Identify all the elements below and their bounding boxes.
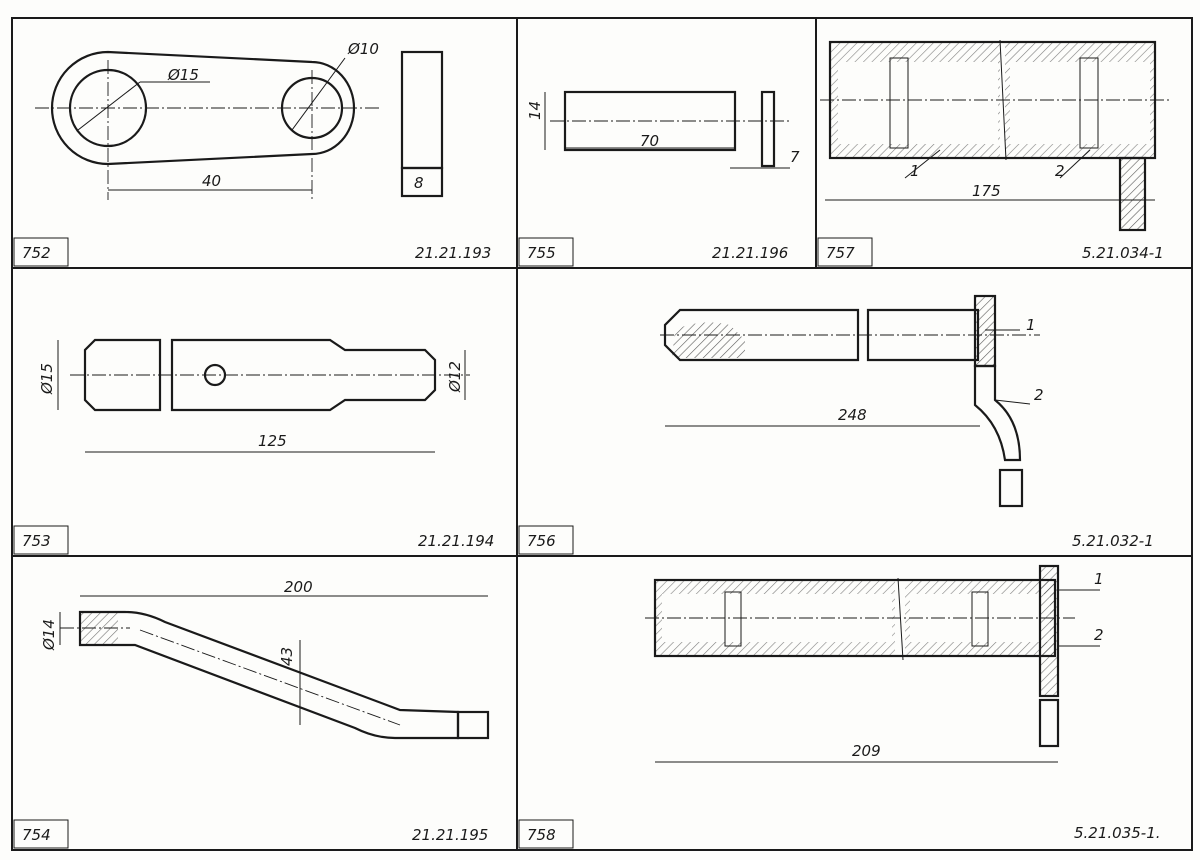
- label-757-part-1: 1: [910, 162, 920, 180]
- cell-752-code: 21.21.193: [415, 244, 491, 262]
- cell-754-number: 754: [22, 826, 51, 844]
- cell-753-number: 753: [22, 532, 51, 550]
- cell-755-code: 21.21.196: [712, 244, 788, 262]
- dim-755-thickness: 7: [790, 148, 800, 166]
- sheet-frame: [11, 17, 1193, 851]
- part-752-link-plate: Ø15 Ø10 40 8: [35, 40, 444, 200]
- dim-753-diameter-small: Ø12: [446, 361, 464, 393]
- cell-labels: 752 21.21.193 755 21.21.196 757 5.21.034…: [13, 237, 1164, 849]
- dim-753-diameter-large: Ø15: [38, 363, 56, 395]
- cell-756-number: 756: [527, 532, 556, 550]
- cell-758-number: 758: [527, 826, 556, 844]
- dim-753-length: 125: [258, 432, 287, 450]
- dim-754-offset: 43: [278, 647, 296, 666]
- dim-756-length: 248: [838, 406, 867, 424]
- part-756-rod-assembly: 248 1 2: [660, 294, 1044, 508]
- dim-755-length: 70: [640, 132, 659, 150]
- dim-754-diameter: Ø14: [40, 619, 58, 651]
- dim-754-length: 200: [284, 578, 313, 596]
- cell-754-code: 21.21.195: [412, 826, 488, 844]
- cell-757-number: 757: [826, 244, 855, 262]
- dim-752-center-distance: 40: [202, 172, 221, 190]
- cell-756-code: 5.21.032-1: [1072, 532, 1154, 550]
- part-758-tube-assembly: 209 1 2: [645, 564, 1104, 763]
- label-756-part-1: 1: [1026, 316, 1036, 334]
- dim-757-length: 175: [972, 182, 1001, 200]
- cell-753-code: 21.21.194: [418, 532, 494, 550]
- dim-755-diameter: 14: [526, 101, 544, 120]
- dim-752-big-dia: Ø15: [167, 66, 199, 84]
- label-758-part-2: 2: [1094, 626, 1104, 644]
- cell-752-number: 752: [22, 244, 51, 262]
- label-758-part-1: 1: [1094, 570, 1104, 588]
- part-754-bent-tube: 200 Ø14 43: [40, 578, 490, 740]
- cell-755-number: 755: [527, 244, 556, 262]
- dim-752-thickness: 8: [414, 174, 424, 192]
- cell-757-code: 5.21.034-1: [1082, 244, 1164, 262]
- dim-758-length: 209: [852, 742, 881, 760]
- cell-758-code: 5.21.035-1.: [1074, 824, 1161, 842]
- part-755-pin: 14 70 7: [526, 90, 800, 169]
- part-753-shaft: Ø15 Ø12 125: [38, 338, 470, 453]
- dim-752-small-dia: Ø10: [347, 40, 379, 58]
- label-757-part-2: 2: [1055, 162, 1065, 180]
- part-757-tube-assembly: 175 1 2: [820, 39, 1170, 232]
- label-756-part-2: 2: [1034, 386, 1044, 404]
